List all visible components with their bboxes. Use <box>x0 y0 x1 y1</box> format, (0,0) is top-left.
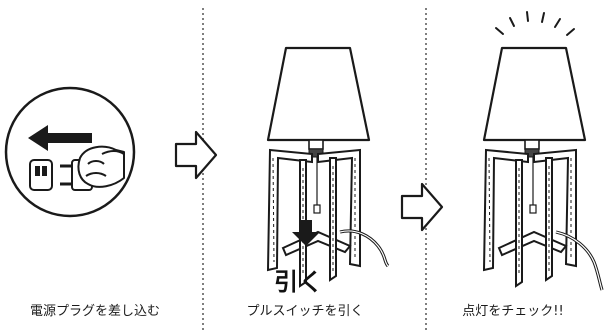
step1-caption: 電源プラグを差し込む <box>29 304 160 319</box>
light-rays-icon <box>495 11 575 36</box>
pull-action-label: 引く <box>274 268 324 296</box>
hand-icon <box>77 145 125 188</box>
step1-plug-illustration <box>4 86 136 218</box>
table-lamp-icon <box>266 46 390 288</box>
down-arrow-icon <box>292 220 320 246</box>
step2-caption: プルスイッチを引く <box>246 304 364 319</box>
step3-caption: 点灯をチェック!! <box>462 304 564 319</box>
right-outline-arrow-icon <box>174 130 218 180</box>
left-arrow-icon <box>28 125 92 151</box>
lit-table-lamp-icon <box>482 46 604 291</box>
right-outline-arrow-icon <box>400 182 444 232</box>
